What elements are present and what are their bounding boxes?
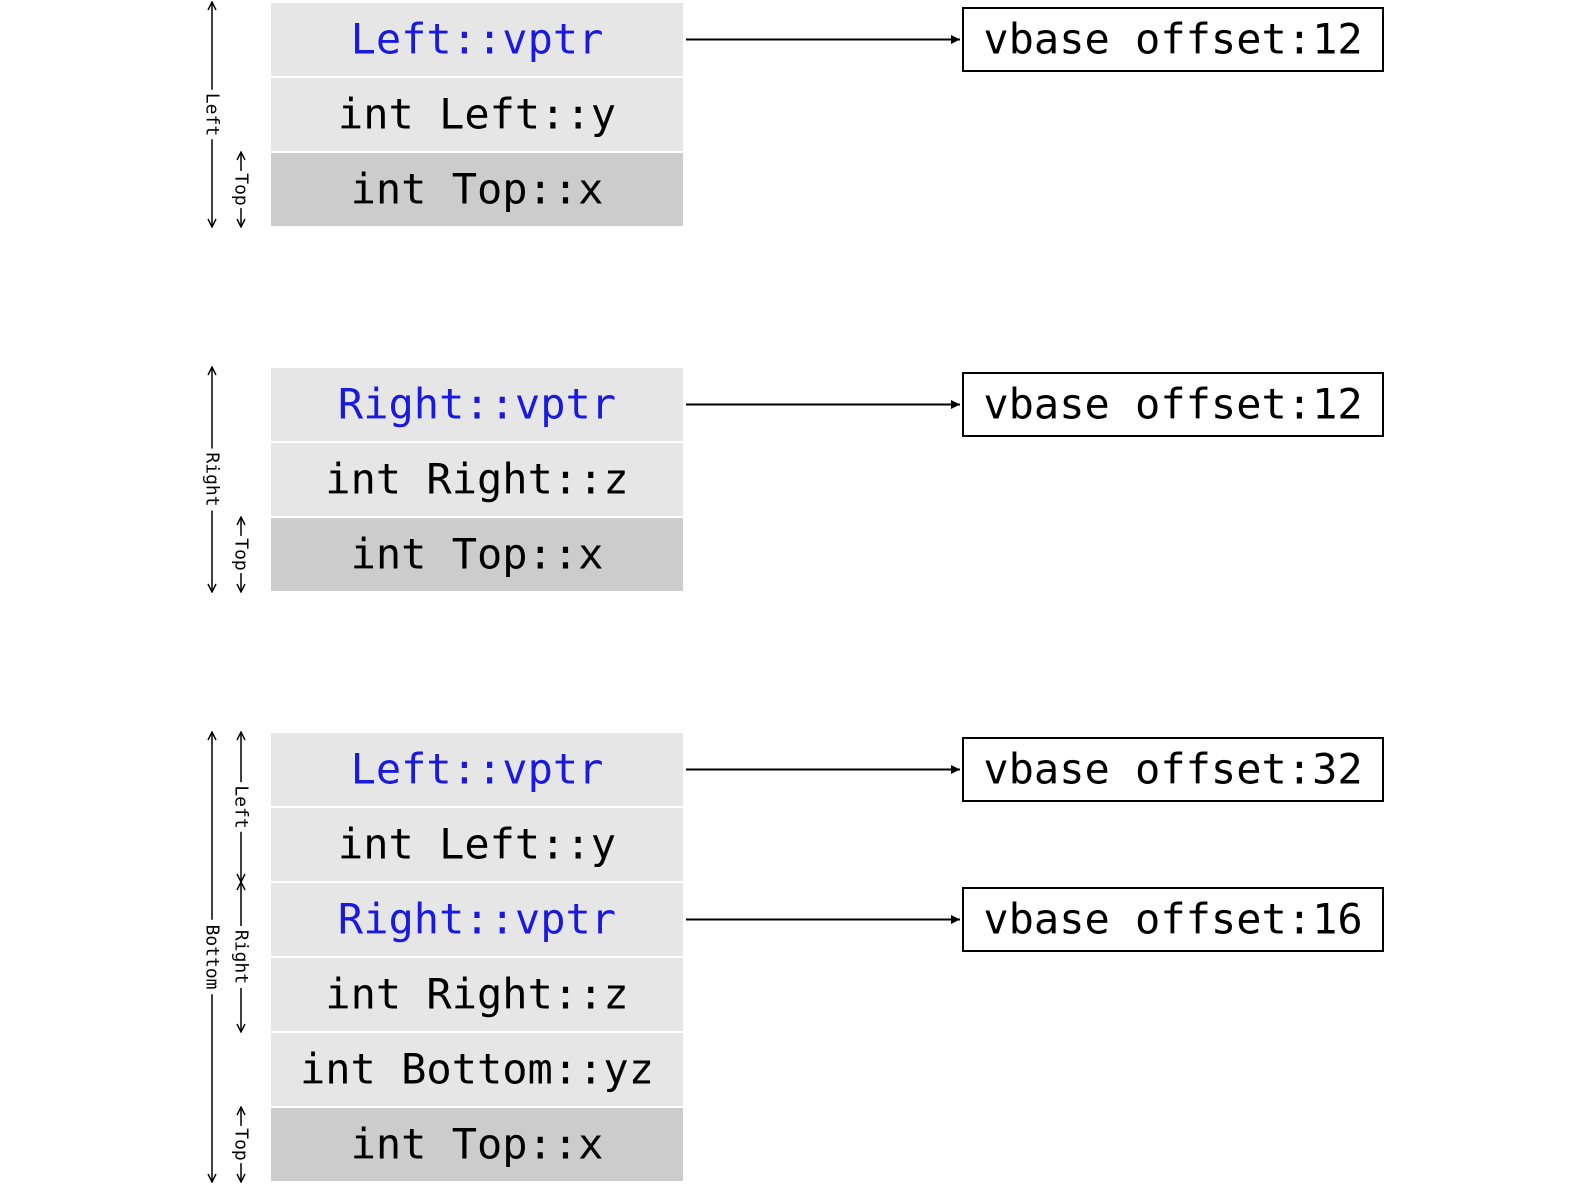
span-top-dimension: Top xyxy=(231,517,252,592)
dimension-label: Left xyxy=(202,93,223,136)
memory-cell-box xyxy=(269,76,685,153)
field-label: int Top::x xyxy=(351,1120,604,1169)
memory-cell-box xyxy=(269,441,685,518)
dimension-label: Bottom xyxy=(202,924,223,989)
field-label: int Right::z xyxy=(325,455,628,504)
field-label: int Top::x xyxy=(351,165,604,214)
vtable-entry-label: vbase offset:12 xyxy=(983,380,1362,429)
span-right-dimension: Right xyxy=(231,882,252,1032)
memory-cell-box xyxy=(269,366,685,443)
memory-cell: int Right::z xyxy=(269,441,685,518)
dimension-label: Right xyxy=(231,930,252,984)
span-left-dimension: Left xyxy=(231,732,252,882)
vptr-label: Left::vptr xyxy=(351,745,604,794)
memory-cell: int Left::y xyxy=(269,76,685,153)
vptr-label: Right::vptr xyxy=(338,895,616,944)
field-label: int Top::x xyxy=(351,530,604,579)
memory-cell-box xyxy=(269,516,685,593)
vptr-label: Right::vptr xyxy=(338,380,616,429)
field-label: int Right::z xyxy=(325,970,628,1019)
memory-cell: Left::vptr xyxy=(269,731,685,808)
memory-cell-box xyxy=(269,731,685,808)
memory-cell-box xyxy=(269,1106,685,1183)
memory-cell-box xyxy=(269,151,685,228)
span-top-dimension: Top xyxy=(231,1107,252,1182)
memory-cell: Right::vptr xyxy=(269,366,685,443)
memory-cell-box xyxy=(269,956,685,1033)
memory-cell-box xyxy=(269,881,685,958)
vtable-entry-label: vbase offset:32 xyxy=(983,745,1362,794)
dimension-label: Left xyxy=(231,785,252,828)
dimension-label: Right xyxy=(202,452,223,506)
memory-cell: Left::vptr xyxy=(269,1,685,78)
memory-cell: int Bottom::yz xyxy=(269,1031,685,1108)
vtable-entry-box xyxy=(962,7,1384,72)
memory-cell: Right::vptr xyxy=(269,881,685,958)
memory-cell: int Top::x xyxy=(269,1106,685,1183)
vtable-entry-label: vbase offset:16 xyxy=(983,895,1362,944)
memory-cell: int Left::y xyxy=(269,806,685,883)
vptr-label: Left::vptr xyxy=(351,15,604,64)
memory-cell-box xyxy=(269,1,685,78)
memory-cell: int Right::z xyxy=(269,956,685,1033)
field-label: int Left::y xyxy=(338,90,616,139)
dimension-label: Top xyxy=(231,538,252,571)
vtable-entry-label: vbase offset:12 xyxy=(983,15,1362,64)
dimension-label: Top xyxy=(231,173,252,206)
span-right-dimension: Right xyxy=(202,367,223,592)
span-top-dimension: Top xyxy=(231,152,252,227)
memory-cell: int Top::x xyxy=(269,151,685,228)
vtable-entry-box xyxy=(962,737,1384,802)
vtable-entry-box xyxy=(962,372,1384,437)
field-label: int Bottom::yz xyxy=(300,1045,654,1094)
memory-cell: int Top::x xyxy=(269,516,685,593)
memory-cell-box xyxy=(269,806,685,883)
field-label: int Left::y xyxy=(338,820,616,869)
span-left-dimension: Left xyxy=(202,2,223,227)
memory-cell-box xyxy=(269,1031,685,1108)
span-bottom-dimension: Bottom xyxy=(202,732,223,1182)
dimension-label: Top xyxy=(231,1128,252,1161)
vtable-entry-box xyxy=(962,887,1384,952)
